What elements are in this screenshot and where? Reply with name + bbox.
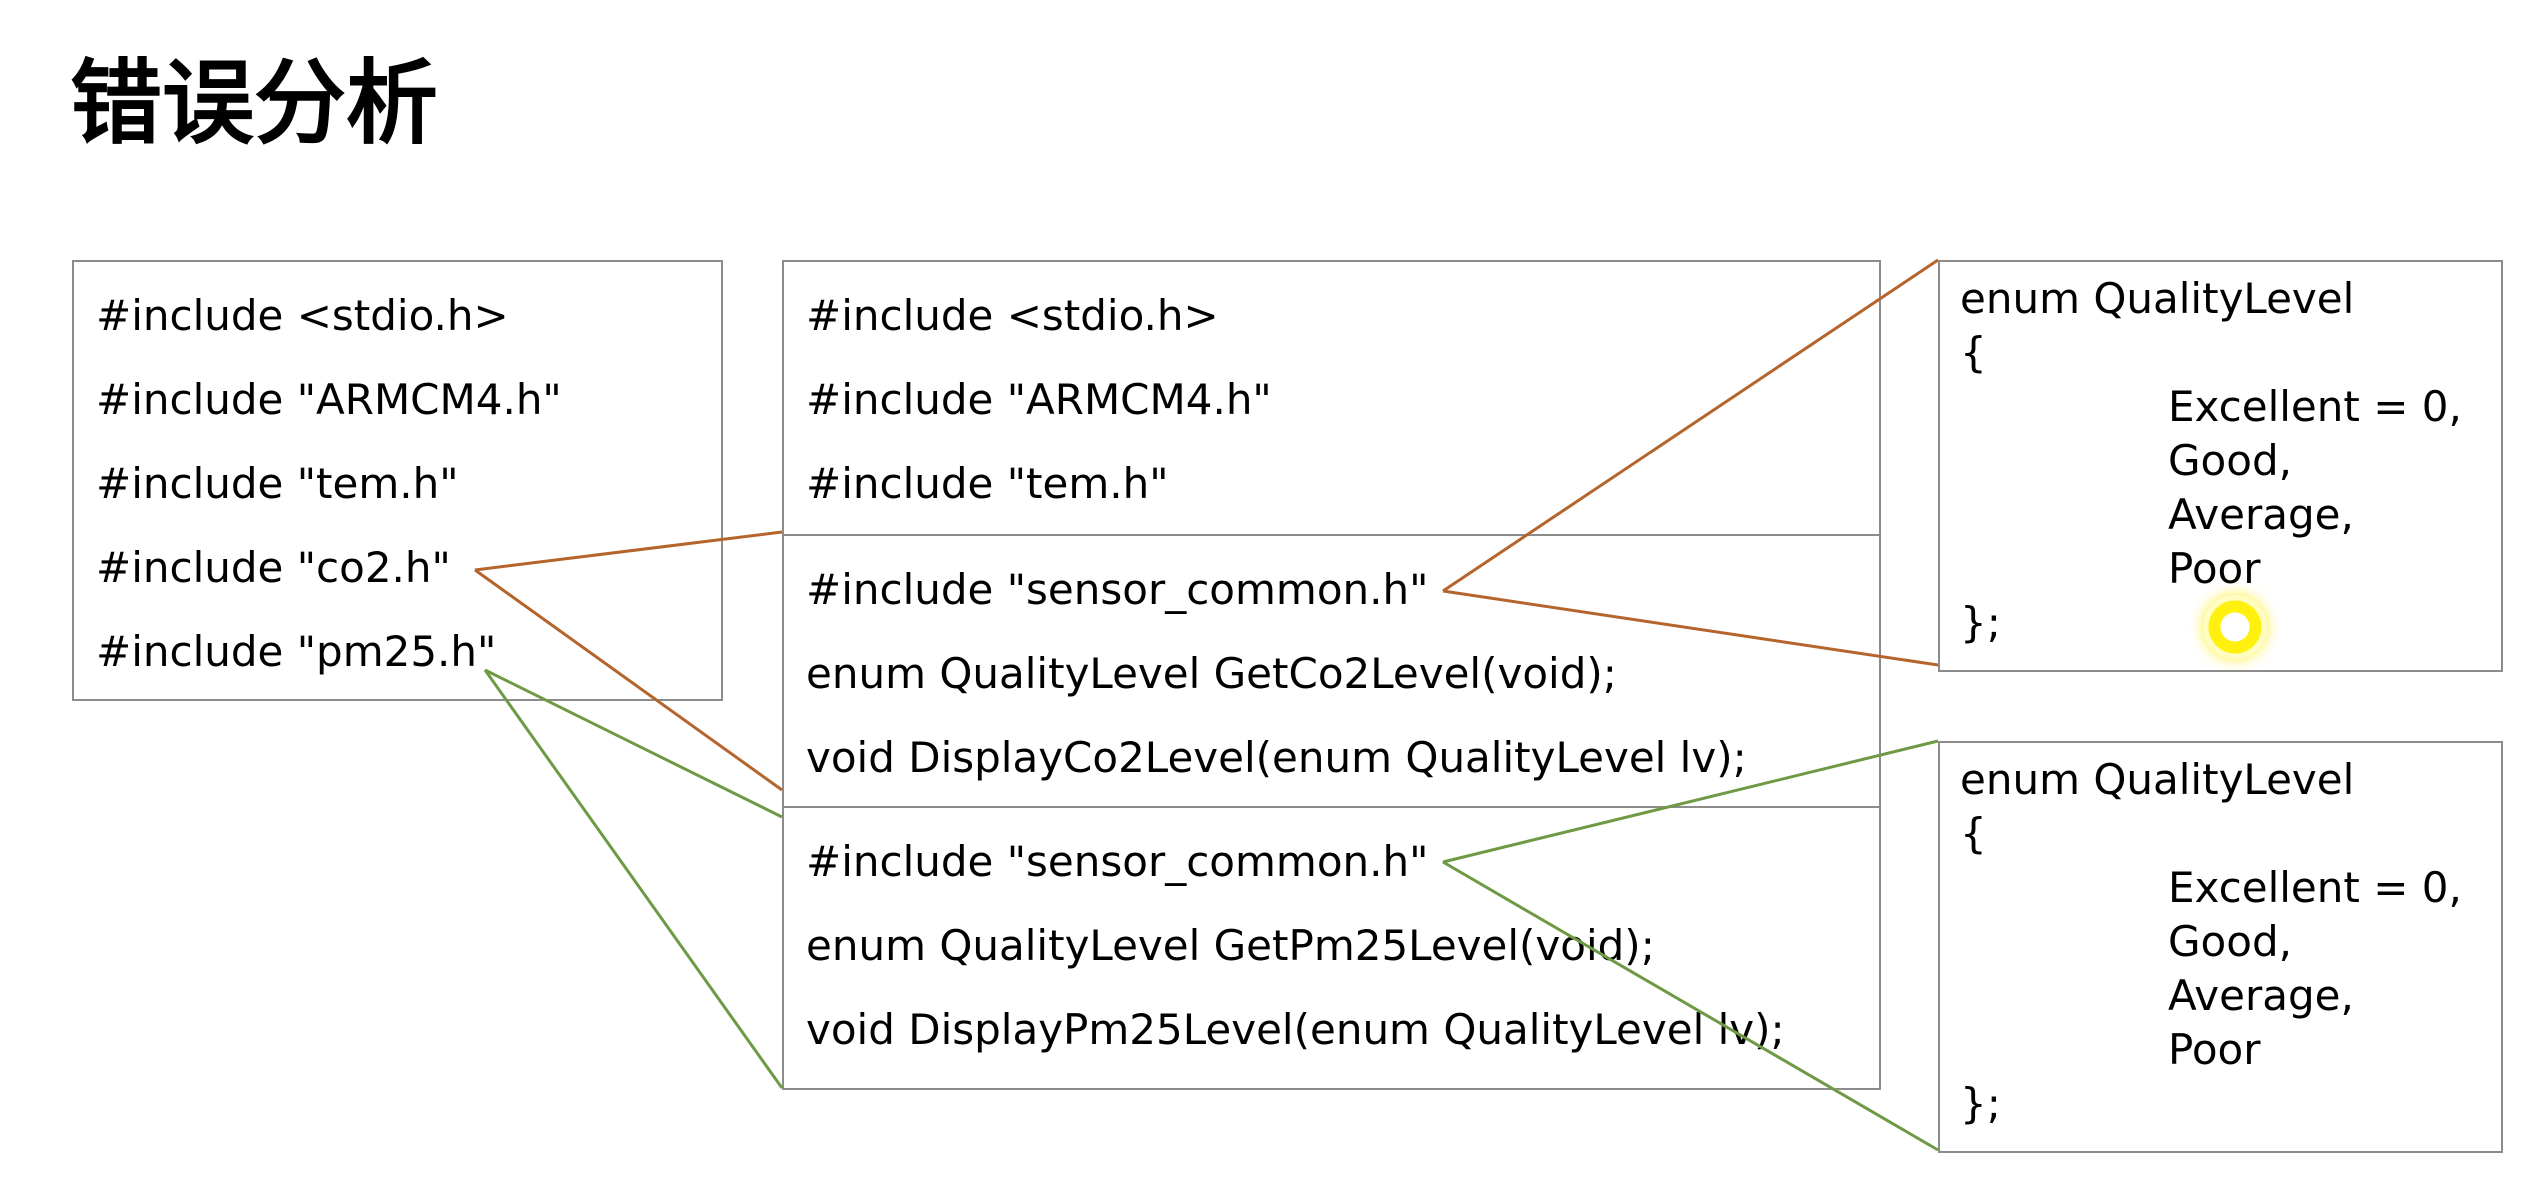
cursor-highlight bbox=[2203, 595, 2267, 659]
pm25-link-to-expansion-top bbox=[484, 668, 783, 819]
slide-title: 错误分析 bbox=[70, 50, 439, 157]
enum-item: Poor bbox=[2168, 1025, 2261, 1074]
code-line: #include "sensor_common.h" bbox=[806, 564, 1429, 614]
expanded-section-co2: #include "sensor_common.h" enum QualityL… bbox=[784, 534, 1879, 806]
code-line: #include <stdio.h> bbox=[96, 290, 509, 340]
code-line: void DisplayCo2Level(enum QualityLevel l… bbox=[806, 732, 1747, 782]
expanded-code: #include "sensor_common.h" enum QualityL… bbox=[806, 820, 1785, 1072]
expanded-code: #include "sensor_common.h" enum QualityL… bbox=[806, 548, 1747, 800]
expanded-file-box: #include <stdio.h> #include "ARMCM4.h" #… bbox=[782, 260, 1881, 1090]
enum-close-brace: }; bbox=[1960, 1079, 2001, 1128]
pm25-sensor-common-link-top bbox=[1442, 739, 1939, 864]
enum-open-brace: { bbox=[1960, 809, 1987, 858]
enum-item: Good, bbox=[2168, 917, 2292, 966]
co2-sensor-common-link-top bbox=[1442, 258, 1939, 593]
enum-header: enum QualityLevel bbox=[1960, 274, 2355, 323]
pm25-sensor-common-link-bottom bbox=[1442, 860, 1939, 1152]
code-line: #include "tem.h" bbox=[806, 458, 1169, 508]
expanded-section-pm25: #include "sensor_common.h" enum QualityL… bbox=[784, 806, 1879, 1090]
code-line-pm25-include: #include "pm25.h" bbox=[96, 626, 497, 676]
enum-box-pm25: enum QualityLevel { Excellent = 0, Good,… bbox=[1938, 741, 2503, 1153]
enum-item: Excellent = 0, bbox=[2168, 382, 2462, 431]
expanded-section-base: #include <stdio.h> #include "ARMCM4.h" #… bbox=[784, 262, 1879, 534]
co2-sensor-common-link-bottom bbox=[1442, 589, 1939, 667]
enum-item: Average, bbox=[2168, 971, 2354, 1020]
pm25-link-to-expansion-bottom bbox=[483, 669, 784, 1089]
code-line: #include "tem.h" bbox=[96, 458, 459, 508]
co2-link-to-expansion-bottom bbox=[474, 568, 783, 792]
code-line: #include "ARMCM4.h" bbox=[96, 374, 562, 424]
enum-definition: enum QualityLevel { Excellent = 0, Good,… bbox=[1960, 272, 2462, 650]
code-line: #include "ARMCM4.h" bbox=[806, 374, 1272, 424]
main-file-box: #include <stdio.h> #include "ARMCM4.h" #… bbox=[72, 260, 723, 701]
code-line: #include "sensor_common.h" bbox=[806, 836, 1429, 886]
expanded-code: #include <stdio.h> #include "ARMCM4.h" #… bbox=[806, 274, 1272, 526]
enum-item: Excellent = 0, bbox=[2168, 863, 2462, 912]
code-line-co2-include: #include "co2.h" bbox=[96, 542, 451, 592]
enum-open-brace: { bbox=[1960, 328, 1987, 377]
code-line: void DisplayPm25Level(enum QualityLevel … bbox=[806, 1004, 1785, 1054]
code-line: enum QualityLevel GetCo2Level(void); bbox=[806, 648, 1617, 698]
enum-definition: enum QualityLevel { Excellent = 0, Good,… bbox=[1960, 753, 2462, 1131]
co2-link-to-expansion-top bbox=[474, 530, 783, 572]
code-line: #include <stdio.h> bbox=[806, 290, 1219, 340]
main-file-code: #include <stdio.h> #include "ARMCM4.h" #… bbox=[96, 274, 562, 694]
enum-item: Average, bbox=[2168, 490, 2354, 539]
enum-item: Good, bbox=[2168, 436, 2292, 485]
enum-close-brace: }; bbox=[1960, 598, 2001, 647]
code-line: enum QualityLevel GetPm25Level(void); bbox=[806, 920, 1655, 970]
enum-item: Poor bbox=[2168, 544, 2261, 593]
enum-header: enum QualityLevel bbox=[1960, 755, 2355, 804]
